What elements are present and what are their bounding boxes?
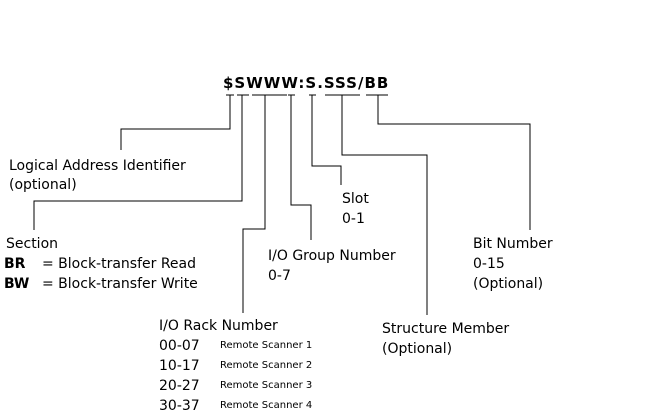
leader-bit bbox=[377, 95, 531, 230]
leader-group bbox=[290, 95, 312, 240]
address-format: $SWWW:S.SSS/BB bbox=[223, 74, 390, 92]
rack-range-1: 00-07 bbox=[159, 338, 200, 354]
leader-section bbox=[33, 95, 243, 230]
section-meaning-br: = Block-transfer Read bbox=[42, 256, 197, 272]
bit-note: (Optional) bbox=[473, 276, 544, 292]
slot-title: Slot bbox=[342, 191, 369, 207]
bit-range: 0-15 bbox=[473, 256, 505, 272]
rack-title: I/O Rack Number bbox=[159, 318, 278, 334]
leader-logical-address bbox=[120, 95, 231, 150]
group-title: I/O Group Number bbox=[268, 248, 396, 264]
rack-label-2: Remote Scanner 2 bbox=[220, 360, 313, 371]
rack-label-4: Remote Scanner 4 bbox=[220, 400, 313, 411]
rack-range-2: 10-17 bbox=[159, 358, 200, 374]
section-meaning-bw: = Block-transfer Write bbox=[42, 276, 198, 292]
logical-address-title: Logical Address Identifier bbox=[9, 158, 186, 174]
slot-range: 0-1 bbox=[342, 211, 365, 227]
structure-title: Structure Member bbox=[382, 321, 510, 337]
rack-range-3: 20-27 bbox=[159, 378, 200, 394]
group-range: 0-7 bbox=[268, 268, 291, 284]
bit-title: Bit Number bbox=[473, 236, 553, 252]
rack-label-3: Remote Scanner 3 bbox=[220, 380, 313, 391]
rack-label-1: Remote Scanner 1 bbox=[220, 340, 313, 351]
section-code-br: BR bbox=[4, 256, 26, 272]
leader-structure bbox=[341, 95, 428, 315]
structure-note: (Optional) bbox=[382, 341, 453, 357]
logical-address-note: (optional) bbox=[9, 177, 77, 193]
rack-range-4: 30-37 bbox=[159, 398, 200, 414]
leader-slot bbox=[311, 95, 342, 185]
section-title: Section bbox=[6, 236, 59, 252]
section-code-bw: BW bbox=[4, 276, 30, 292]
leader-rack bbox=[242, 95, 266, 313]
